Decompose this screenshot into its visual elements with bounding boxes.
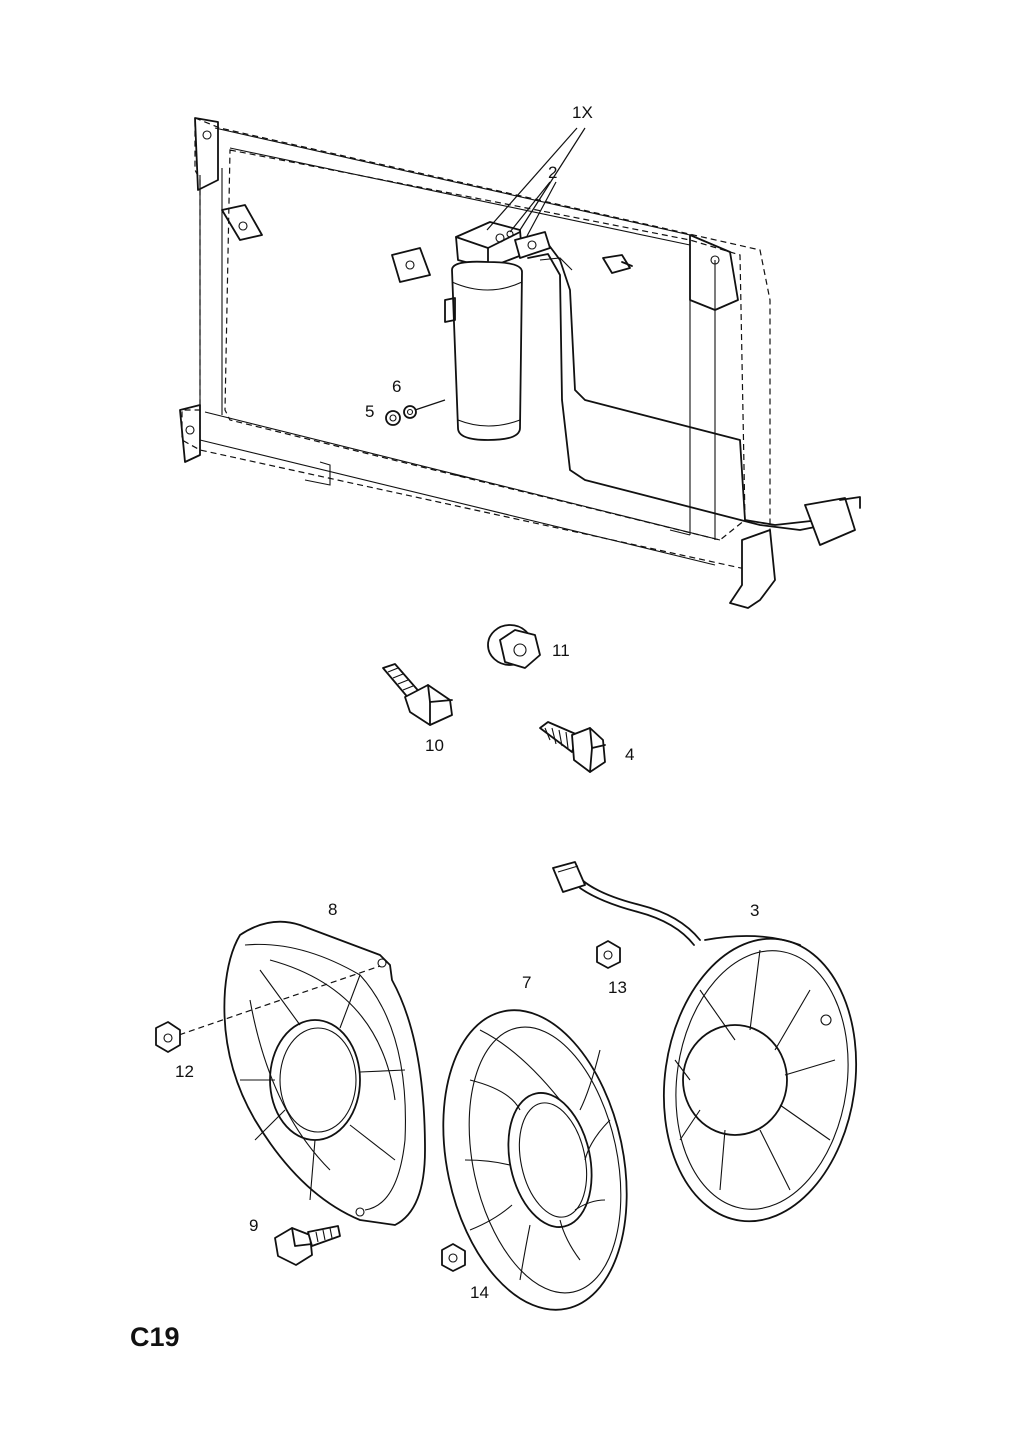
callout-14: 14 bbox=[470, 1283, 489, 1302]
callout-1x: 1X bbox=[572, 103, 593, 122]
part-12-nut bbox=[155, 1021, 181, 1053]
part-9-screw bbox=[274, 1225, 341, 1266]
callout-3: 3 bbox=[750, 901, 759, 920]
callout-7: 7 bbox=[522, 973, 531, 992]
part-12-guide bbox=[169, 965, 381, 1039]
condenser-frame bbox=[179, 117, 771, 571]
page-code: C19 bbox=[130, 1322, 180, 1352]
callout-10: 10 bbox=[425, 736, 444, 755]
callout-9: 9 bbox=[249, 1216, 258, 1235]
part-3-fan-motor bbox=[662, 935, 858, 1223]
part-4-bolt bbox=[539, 721, 606, 773]
callout-5: 5 bbox=[365, 402, 374, 421]
callout-6: 6 bbox=[392, 377, 401, 396]
part-3-cable-connector bbox=[552, 861, 701, 946]
callout-13: 13 bbox=[608, 978, 627, 997]
callout-labels: 1X 2 6 5 11 10 4 8 3 7 13 12 9 14 C19 bbox=[130, 103, 759, 1352]
callout-11: 11 bbox=[552, 641, 570, 660]
refrigerant-pipes bbox=[514, 231, 861, 609]
callout-4: 4 bbox=[625, 745, 634, 764]
part-14-nut bbox=[441, 1243, 466, 1272]
part-11-flange-nut bbox=[487, 624, 541, 669]
part-7-fan-blade bbox=[442, 1009, 628, 1311]
callout-8: 8 bbox=[328, 900, 337, 919]
part-6-washer bbox=[403, 405, 417, 419]
leader-lines-upper bbox=[414, 127, 586, 411]
part-8-fan-shroud bbox=[223, 920, 426, 1226]
callout-12: 12 bbox=[175, 1062, 194, 1081]
receiver-drier bbox=[444, 221, 523, 441]
part-10-bolt bbox=[382, 663, 453, 726]
part-5-nut bbox=[385, 410, 401, 426]
part-13-nut bbox=[596, 940, 621, 969]
callout-2: 2 bbox=[548, 163, 557, 182]
